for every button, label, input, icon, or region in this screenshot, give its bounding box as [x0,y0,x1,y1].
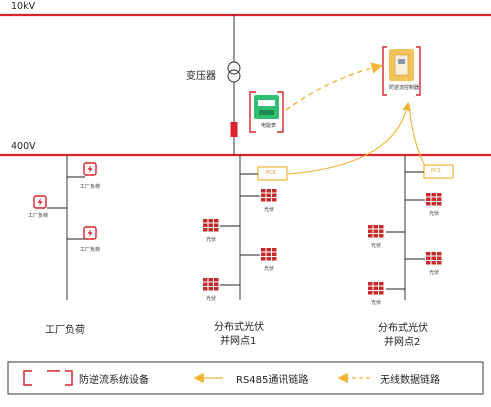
factory-load-icon-3 [83,226,97,240]
pcs-label-1: PCS [266,170,276,176]
pv-label-2d: 光伏 [371,300,382,306]
pv-site-1-title-line2: 并网点1 [220,336,257,347]
legend-rs485-label: RS485通讯链路 [236,375,309,386]
bus-label-10kv: 10kV [11,1,36,12]
pv-panel-1c [261,248,277,261]
pcs-box-1 [257,166,288,181]
pv-panel-1a [261,189,277,202]
controller-frame [382,46,421,96]
pv-panel-2a [426,193,442,206]
legend-box [7,361,484,395]
meter-label: 电能表 [261,123,277,129]
pcs-box-2 [423,164,454,179]
pv-label-1b: 光伏 [206,237,217,243]
transformer-symbol [227,61,241,83]
bus-label-400v: 400V [11,141,36,152]
factory-load-icon-2 [83,162,97,176]
wireless-link [285,62,383,111]
legend-wireless-label: 无线数据链路 [380,375,440,386]
pv-panel-2b [368,225,384,238]
pv-site-1-title-line1: 分布式光伏 [214,322,264,333]
pv-label-1c: 光伏 [264,266,275,272]
rs485-link-2 [408,103,425,165]
factory-load-label-1: 工厂负荷 [28,213,49,219]
factory-load-icon-1 [33,195,47,209]
meter-frame [249,91,284,133]
pv-panel-1d [203,278,219,291]
legend-device-label: 防逆流系统设备 [79,375,149,386]
pv-label-2a: 光伏 [429,211,440,217]
pv-site-2-title-line1: 分布式光伏 [378,323,428,334]
pv-site-2-title-line2: 并网点2 [384,337,421,348]
breaker-symbol [230,122,238,137]
pv-label-1a: 光伏 [264,207,275,213]
pv-label-2c: 光伏 [429,270,440,276]
rs485-link-1 [287,101,411,175]
factory-bottom-label: 工厂负荷 [45,325,85,336]
pcs-label-2: PCS [431,168,441,174]
factory-load-label-2: 工厂负荷 [80,184,101,190]
controller-label: 防逆流控制器 [389,85,420,91]
pv-panel-2d [368,282,384,295]
legend-device-symbol [23,370,73,386]
factory-load-label-3: 工厂负荷 [80,247,101,253]
transformer-label: 变压器 [186,71,216,82]
pv-panel-2c [426,252,442,265]
pv-label-1d: 光伏 [206,296,217,302]
pv-label-2b: 光伏 [371,243,382,249]
pv-panel-1b [203,219,219,232]
